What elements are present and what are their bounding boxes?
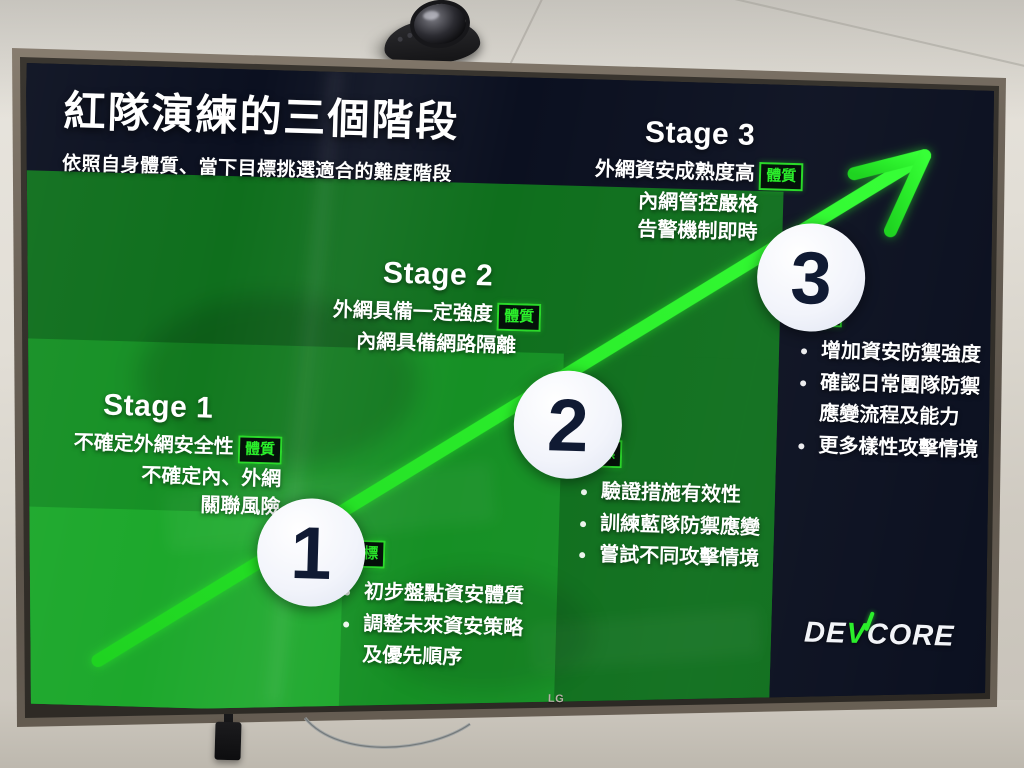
stage-3-goal-list: 增加資安防禦強度 確認日常團隊防禦 應變流程及能力 更多樣性攻擊情境 bbox=[794, 335, 994, 466]
stage-2-title: Stage 2 bbox=[382, 256, 494, 293]
stage-1-condition-badge: 體質 bbox=[237, 435, 283, 465]
ir-sensor-neck bbox=[224, 714, 233, 726]
stage-2-goal-list: 驗證措施有效性 訓練藍隊防禦應變 嘗試不同攻擊情境 bbox=[575, 476, 793, 575]
stage-1-goals-block: 目標 初步盤點資安體質 調整未來資安策略 及優先順序 bbox=[338, 539, 562, 677]
stage-1-header: Stage 1 不確定外網安全性 體質 不確定內、外網 關聯風險 bbox=[30, 387, 284, 522]
logo-text-de: DE bbox=[803, 616, 847, 650]
stage-3-goal-2: 確認日常團隊防禦 bbox=[796, 367, 994, 403]
stage-3-condition-1: 外網資安成熟度高 bbox=[594, 156, 756, 185]
stage-2-header: Stage 2 外網具備一定強度 體質 內網具備網路隔離 bbox=[321, 255, 554, 361]
slide-title: 紅隊演練的三個階段 bbox=[62, 86, 461, 147]
stage-3-title: Stage 3 bbox=[644, 115, 756, 152]
stage-1-condition-1: 不確定外網安全性 bbox=[73, 429, 235, 459]
stage-1-goal-list: 初步盤點資安體質 調整未來資安策略 及優先順序 bbox=[338, 576, 561, 675]
stage-3-header: Stage 3 外網資安成熟度高 體質 內網管控嚴格 告警機制即時 bbox=[582, 114, 816, 248]
devcore-logo: DEVCORE bbox=[803, 611, 964, 661]
stage-number-2: 2 bbox=[546, 382, 590, 467]
logo-text-v: V bbox=[845, 617, 868, 651]
stage-3-goal-3: 更多樣性攻擊情境 bbox=[794, 430, 994, 466]
stage-1-goal-2: 調整未來資安策略 bbox=[339, 608, 560, 644]
slide-title-block: 紅隊演練的三個階段 依照自身體質、當下目標挑選適合的難度階段 bbox=[62, 77, 461, 186]
stage-3-condition-badge: 體質 bbox=[758, 161, 804, 192]
logo-text-core: CORE bbox=[866, 618, 955, 653]
stage-2-goal-3: 嘗試不同攻擊情境 bbox=[575, 539, 791, 575]
stage-1-goal-2-cont: 及優先順序 bbox=[361, 642, 463, 669]
stage-1-title: Stage 1 bbox=[102, 388, 214, 425]
stage-2-condition-badge: 體質 bbox=[496, 302, 542, 332]
stage-1-goal-1: 初步盤點資安體質 bbox=[340, 576, 561, 612]
stage-2-goal-1: 驗證措施有效性 bbox=[577, 476, 793, 512]
ir-sensor bbox=[214, 721, 242, 761]
stage-number-1: 1 bbox=[289, 510, 333, 595]
stage-2-condition-1: 外網具備一定強度 bbox=[332, 297, 494, 326]
stage-2-goal-2: 訓練藍隊防禦應變 bbox=[576, 508, 792, 544]
stage-number-3: 3 bbox=[789, 235, 833, 320]
presentation-slide: Stage 3 外網資安成熟度高 體質 內網管控嚴格 告警機制即時 目標 增加資… bbox=[26, 63, 994, 712]
stage-3-goal-1: 增加資安防禦強度 bbox=[797, 335, 994, 371]
lg-brand-logo: LG bbox=[547, 692, 565, 706]
stage-3-goal-2-cont: 應變流程及能力 bbox=[818, 401, 960, 429]
